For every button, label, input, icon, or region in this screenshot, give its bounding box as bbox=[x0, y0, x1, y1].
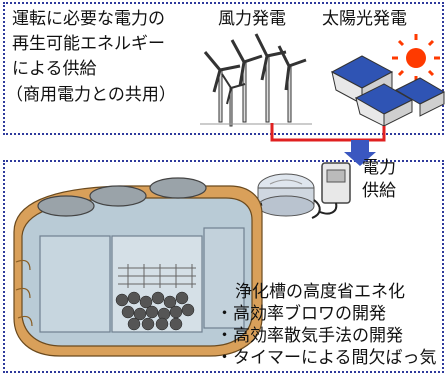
renewable-energy-description-line-2: 再生可能エネルギー bbox=[12, 34, 165, 54]
power-supply-label-line-1: 電力 bbox=[362, 158, 396, 178]
down-arrow-icon bbox=[344, 140, 376, 166]
tank-energy-saving-item-1: ・高効率ブロワの開発 bbox=[216, 304, 386, 324]
sun-icon bbox=[392, 34, 440, 82]
wind-power-label: 風力発電 bbox=[218, 9, 286, 29]
tank-energy-saving-item-2: ・高効率散気手法の開発 bbox=[216, 326, 403, 346]
renewable-energy-box bbox=[3, 2, 444, 135]
tank-energy-saving-item-3: ・タイマーによる間欠ばっ気 bbox=[216, 348, 437, 368]
wind-turbines-illustration bbox=[200, 33, 312, 127]
power-lines bbox=[270, 123, 386, 142]
renewable-energy-description-line-1: 運転に必要な電力の bbox=[12, 9, 165, 29]
power-supply-label-line-2: 供給 bbox=[362, 181, 396, 201]
renewable-energy-description-line-3: による供給 bbox=[12, 59, 97, 79]
solar-power-label: 太陽光発電 bbox=[322, 9, 407, 29]
septic-tank-illustration bbox=[13, 177, 263, 357]
tank-energy-saving-title: 浄化槽の高度省エネ化 bbox=[235, 282, 405, 302]
tank-section-box bbox=[3, 160, 444, 373]
renewable-energy-description-line-4: （商用電力との共用） bbox=[6, 85, 176, 105]
solar-houses-illustration bbox=[330, 55, 446, 127]
power-control-box-icon bbox=[319, 162, 351, 215]
